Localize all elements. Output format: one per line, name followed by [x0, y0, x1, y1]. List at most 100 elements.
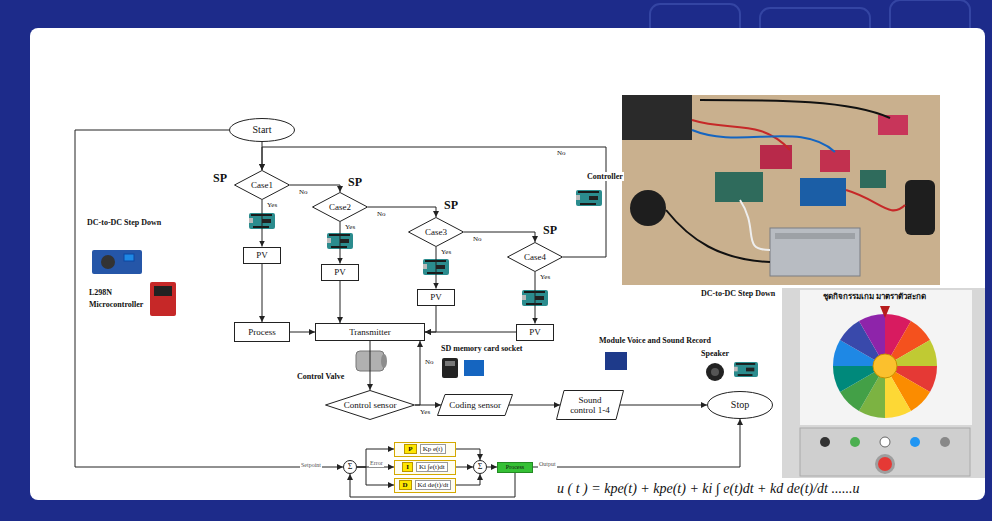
decision-diamond: Case2: [312, 192, 368, 222]
wheel-hub: [873, 354, 897, 378]
l298n-heatsink: [154, 286, 172, 296]
flow-connector: [620, 405, 707, 406]
flow-connector: [456, 449, 480, 460]
outline-shape: [244, 247, 281, 263]
sum-junction: Σ: [343, 460, 357, 474]
fan: [630, 190, 666, 226]
outline-shape: [438, 395, 513, 416]
node-label: Process: [506, 464, 524, 471]
part-name: DC-to-DC Step Down: [700, 289, 776, 298]
module-board: [760, 145, 792, 169]
part-name: Speaker: [700, 349, 730, 358]
pid-term: PKp e(t): [394, 442, 456, 457]
edge-label: No: [472, 235, 483, 243]
speaker-unit: [905, 180, 935, 235]
part-name: L298N: [88, 288, 113, 297]
decision-diamond: Case4: [507, 242, 563, 272]
outline-shape: [708, 392, 773, 419]
pid-equation: u ( t ) = kpe(t) + kpe(t) + ki ∫ e(t)dt …: [556, 481, 860, 497]
flow-connector: [357, 467, 394, 485]
setpoint-tag: SP: [347, 176, 363, 190]
sum-junction: Σ: [473, 460, 487, 474]
pv-box: PV: [321, 264, 359, 281]
part-name: SD memory card socket: [440, 344, 524, 353]
outline-shape: [498, 462, 533, 472]
flow-connector: [436, 247, 437, 289]
outline-shape: [557, 391, 624, 420]
button-ring: [875, 454, 895, 474]
arduino-icon: [576, 190, 602, 206]
push-button: [880, 437, 890, 447]
node-label: PV: [334, 267, 346, 277]
push-button: [940, 437, 950, 447]
flow-connector: [262, 200, 263, 247]
buck-converter-icon: [92, 250, 142, 274]
wheel-pointer: [880, 306, 890, 318]
cable-bundle: [622, 95, 692, 140]
node-label: Case2: [329, 202, 351, 212]
part-name: DC-to-DC Step Down: [86, 218, 162, 227]
game-board-photo: [782, 288, 985, 478]
flow-connector: [509, 405, 560, 406]
edge-label: No: [424, 358, 435, 366]
module-board: [878, 115, 908, 135]
wire: [692, 130, 835, 152]
part-name: Controller: [586, 172, 624, 181]
part-name: Module Voice and Sound Record: [598, 336, 712, 345]
module-board: [860, 170, 886, 188]
node-label: PV: [529, 327, 541, 337]
node-label: PV: [256, 250, 268, 260]
outline-shape: [313, 193, 368, 222]
motor-cap: [381, 354, 387, 368]
module-board: [715, 172, 763, 202]
flow-connector: [415, 341, 420, 405]
edge-label: Output: [538, 461, 557, 468]
outline-shape: [508, 243, 563, 272]
edge-label: No: [298, 188, 309, 196]
wire: [700, 100, 890, 118]
pid-term: IKi ∫e(t)dt: [394, 460, 456, 475]
node-label: Control sensor: [344, 400, 397, 410]
edge-label: Yes: [539, 273, 551, 281]
power-supply-vent: [775, 233, 855, 239]
sd-card-stripe: [445, 361, 455, 366]
flow-connector: [290, 332, 315, 333]
outline-shape: [344, 461, 357, 474]
node-label: Case1: [251, 180, 273, 190]
buck-coil: [101, 255, 115, 269]
io-box: Coding sensor: [437, 394, 513, 416]
module-board: [800, 178, 846, 206]
edge-label: No: [556, 149, 567, 157]
flow-connector: [262, 264, 263, 323]
flow-connector: [533, 419, 740, 467]
outline-shape: [474, 461, 487, 474]
term-letter: D: [399, 480, 412, 490]
voice-module-icon: [605, 352, 627, 370]
hardware-photo: [622, 95, 940, 285]
flow-connector: [340, 222, 341, 264]
term-formula: Ki ∫e(t)dt: [416, 462, 448, 472]
edge-label: Setpoint: [300, 462, 322, 469]
outline-shape: [235, 323, 290, 342]
module-board: [820, 150, 850, 172]
node-label: Process: [248, 327, 276, 337]
edge-label: Yes: [419, 408, 431, 416]
flow-connector: [425, 306, 436, 333]
outline-shape: [235, 171, 290, 200]
speaker-icon: [706, 363, 724, 381]
outline-shape: [409, 218, 464, 247]
component-icons: [92, 190, 758, 381]
part-name: Control Valve: [296, 372, 345, 381]
flow-connector: [350, 473, 515, 498]
board-title: ชุดกิจกรรมเกม มาตราตัวสะกด: [822, 292, 927, 301]
edge-label: Yes: [266, 201, 278, 209]
push-button: [850, 437, 860, 447]
flow-connector: [262, 147, 606, 257]
push-button: [820, 437, 830, 447]
outline-shape: [418, 289, 455, 305]
node-label: PV: [430, 292, 442, 302]
decision-diamond: Case3: [408, 217, 464, 247]
node-label: Transmitter: [349, 327, 391, 337]
